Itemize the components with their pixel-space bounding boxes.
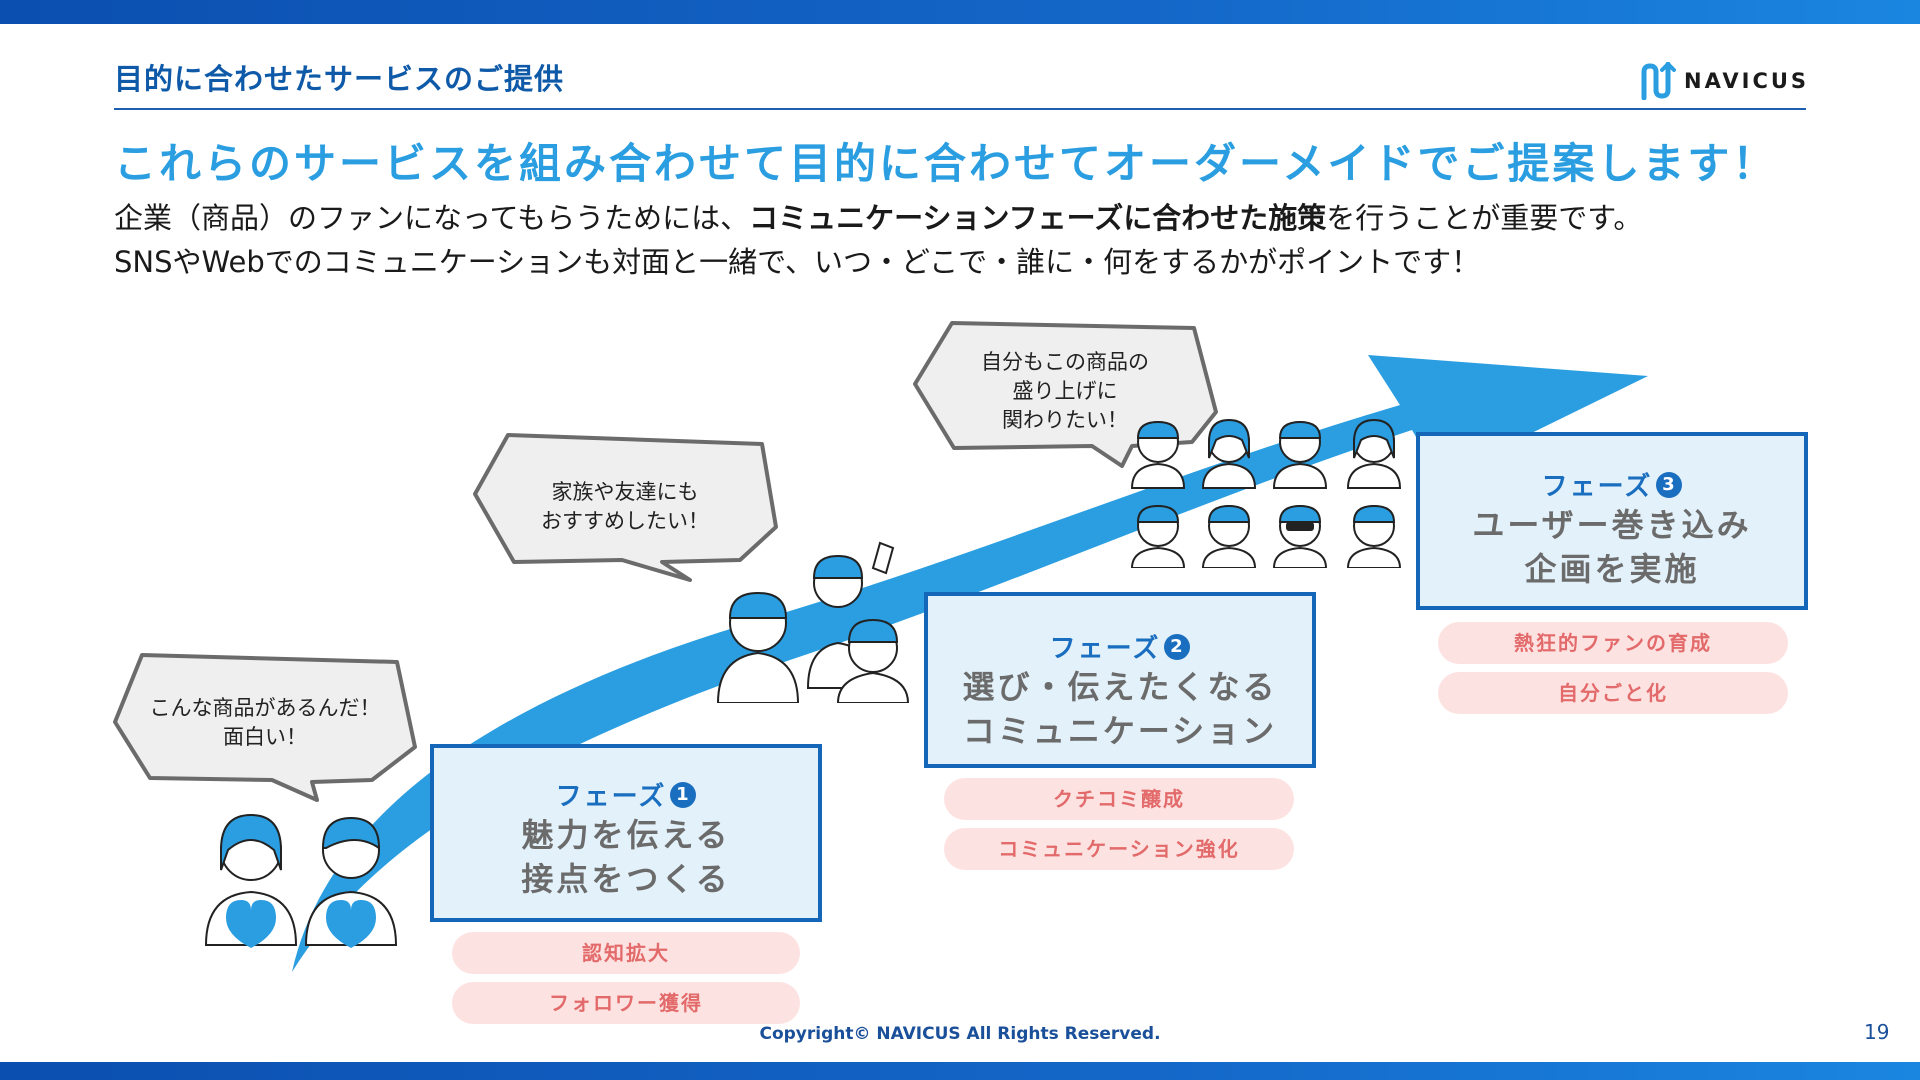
bubble-3-text: 自分もこの商品の盛り上げに関わりたい！ xyxy=(981,350,1149,432)
phase-1-title: 魅力を伝える接点をつくる xyxy=(521,816,731,898)
speech-bubble-2: 家族や友達にもおすすめしたい！ xyxy=(472,432,778,582)
headline: これらのサービスを組み合わせて目的に合わせてオーダーメイドでご提案します！ xyxy=(114,139,1778,188)
phase-1-pill-2: フォロワー獲得 xyxy=(452,982,800,1024)
people-phase3-illustration xyxy=(1130,418,1402,568)
header-divider xyxy=(114,108,1806,110)
body-line-2: SNSやWebでのコミュニケーションも対面と一緒で、いつ・どこで・誰に・何をする… xyxy=(114,245,1481,279)
people-phase2-illustration xyxy=(716,541,910,703)
phase-1-number-badge: 1 xyxy=(670,781,697,808)
bubble-1-shape xyxy=(113,653,417,802)
page-section-title: 目的に合わせたサービスのご提供 xyxy=(114,62,565,96)
body-line-1: 企業（商品）のファンになってもらうためには、コミュニケーションフェーズに合わせた… xyxy=(114,201,1643,235)
phase-3-number-badge: 3 xyxy=(1656,471,1683,498)
phase-2-pill-2: コミュニケーション強化 xyxy=(944,828,1294,870)
phase-2-number-badge: 2 xyxy=(1164,633,1191,660)
top-accent-bar xyxy=(0,0,1920,24)
logo-wordmark: NAVICUS xyxy=(1684,69,1810,93)
copyright-text: Copyright© NAVICUS All Rights Reserved. xyxy=(759,1024,1161,1044)
phase-3-pill-1: 熱狂的ファンの育成 xyxy=(1438,622,1788,664)
phase-2-title: 選び・伝えたくなるコミュニケーション xyxy=(962,668,1278,750)
navicus-logo: NAVICUS xyxy=(1640,62,1809,100)
phase-3-pill-2: 自分ごと化 xyxy=(1438,672,1788,714)
bubble-1-text: こんな商品があるんだ！面白い！ xyxy=(149,696,381,749)
page-number: 19 xyxy=(1864,1020,1890,1044)
navicus-logo-icon xyxy=(1641,62,1676,100)
bottom-accent-bar xyxy=(0,1062,1920,1080)
speech-bubble-1: こんな商品があるんだ！面白い！ xyxy=(112,652,418,802)
phase-1-pill-1: 認知拡大 xyxy=(452,932,800,974)
phase-2-pill-1: クチコミ醸成 xyxy=(944,778,1294,820)
people-phase1-illustration xyxy=(204,813,398,948)
bubble-2-shape xyxy=(473,433,778,582)
bubble-2-text: 家族や友達にもおすすめしたい！ xyxy=(541,480,709,533)
phase-3-title: ユーザー巻き込み企画を実施 xyxy=(1472,506,1752,588)
body-paragraph: 企業（商品）のファンになってもらうためには、コミュニケーションフェーズに合わせた… xyxy=(114,196,1642,284)
